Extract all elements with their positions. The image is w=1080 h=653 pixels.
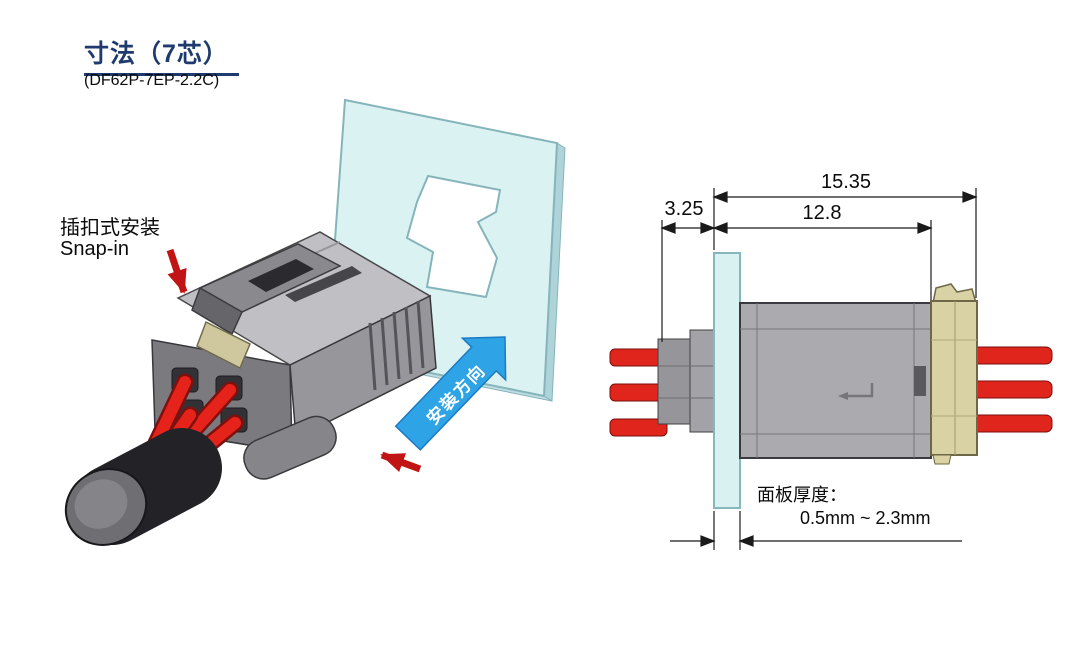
top-slot [285,266,362,302]
snap-arrow [166,248,188,294]
dimension-body: 12.8 [802,202,842,224]
side-view [609,188,1053,550]
latch-lip [191,286,243,336]
dimension-lines [660,188,978,550]
side-connector-nose [657,329,717,433]
install-direction-arrow [394,336,507,451]
dimension-overall: 15.35 [820,171,872,193]
side-mating-connector [930,283,978,465]
front-ribs [368,300,425,391]
dimension-front: 3.25 [664,198,704,220]
snap-in-label-en: Snap-in [60,238,129,260]
mount-flange [243,415,337,480]
polarity-mark [848,383,874,398]
snap-pointer-arrows [166,248,422,473]
side-wires-left [609,348,668,437]
side-panel [713,252,741,509]
panel-thickness-value: 0.5mm ~ 2.3mm [800,508,931,528]
side-wires-right [969,346,1053,433]
side-pointer-arrow [380,451,422,473]
page-title: 寸法（7芯） [84,34,239,76]
latch-slot [248,259,314,292]
snap-in-label-zh: 插扣式安装 [60,217,160,239]
iso-cable-boot [64,428,222,546]
panel-thickness-label: 面板厚度： [757,485,847,505]
latch-catch-tan [196,320,251,370]
part-number: (DF62P-7EP-2.2C) [84,72,220,89]
side-connector-body [739,302,932,459]
